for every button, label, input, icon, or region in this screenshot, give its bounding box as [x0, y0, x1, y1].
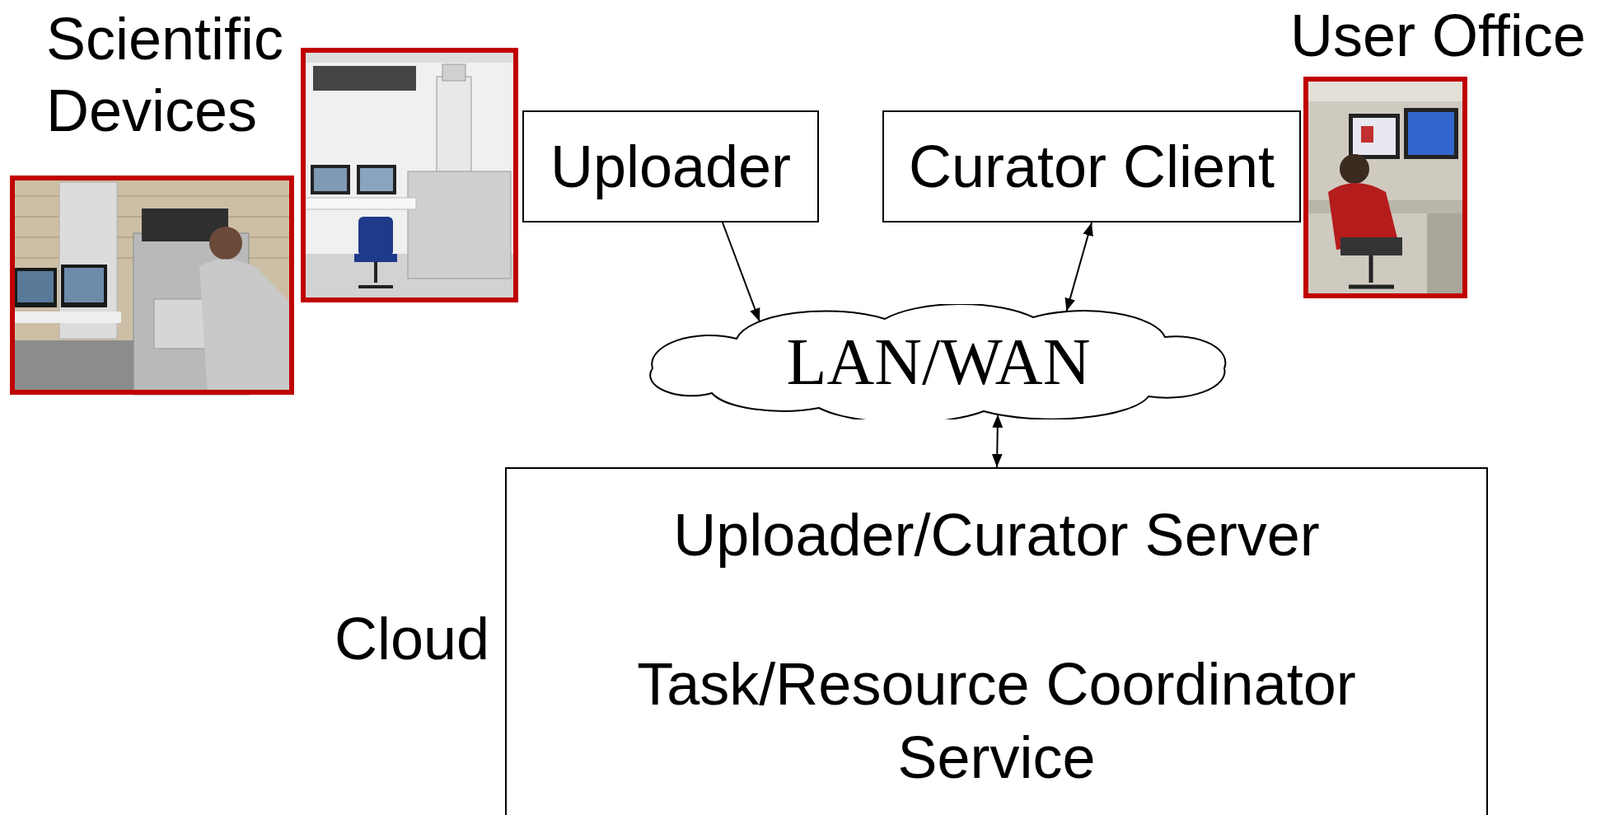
group-label: Scientific Devices	[46, 3, 310, 147]
office-photo	[1303, 76, 1468, 299]
process-box: Curator Client	[882, 110, 1301, 223]
node-label: LAN/WAN	[786, 323, 1091, 400]
connector-arrow	[996, 414, 998, 468]
connector-arrow	[1066, 222, 1092, 312]
region-label: Cloud	[334, 603, 490, 674]
server-box: Uploader/Curator ServerTask/Resource Coo…	[505, 467, 1488, 815]
node-label: Uploader	[550, 130, 791, 202]
network-cloud: LAN/WAN	[637, 304, 1240, 420]
service-name: Task/Resource Coordinator Service	[601, 647, 1393, 795]
connector-arrow	[722, 222, 760, 322]
cloud-outline	[650, 304, 1226, 420]
node-label: Curator Client	[908, 130, 1275, 202]
process-box: Uploader	[522, 110, 819, 223]
server-title: Uploader/Curator Server	[673, 498, 1320, 572]
lab-photo	[9, 175, 295, 395]
lab-photo	[300, 47, 519, 303]
group-label: User Office	[1290, 0, 1586, 71]
